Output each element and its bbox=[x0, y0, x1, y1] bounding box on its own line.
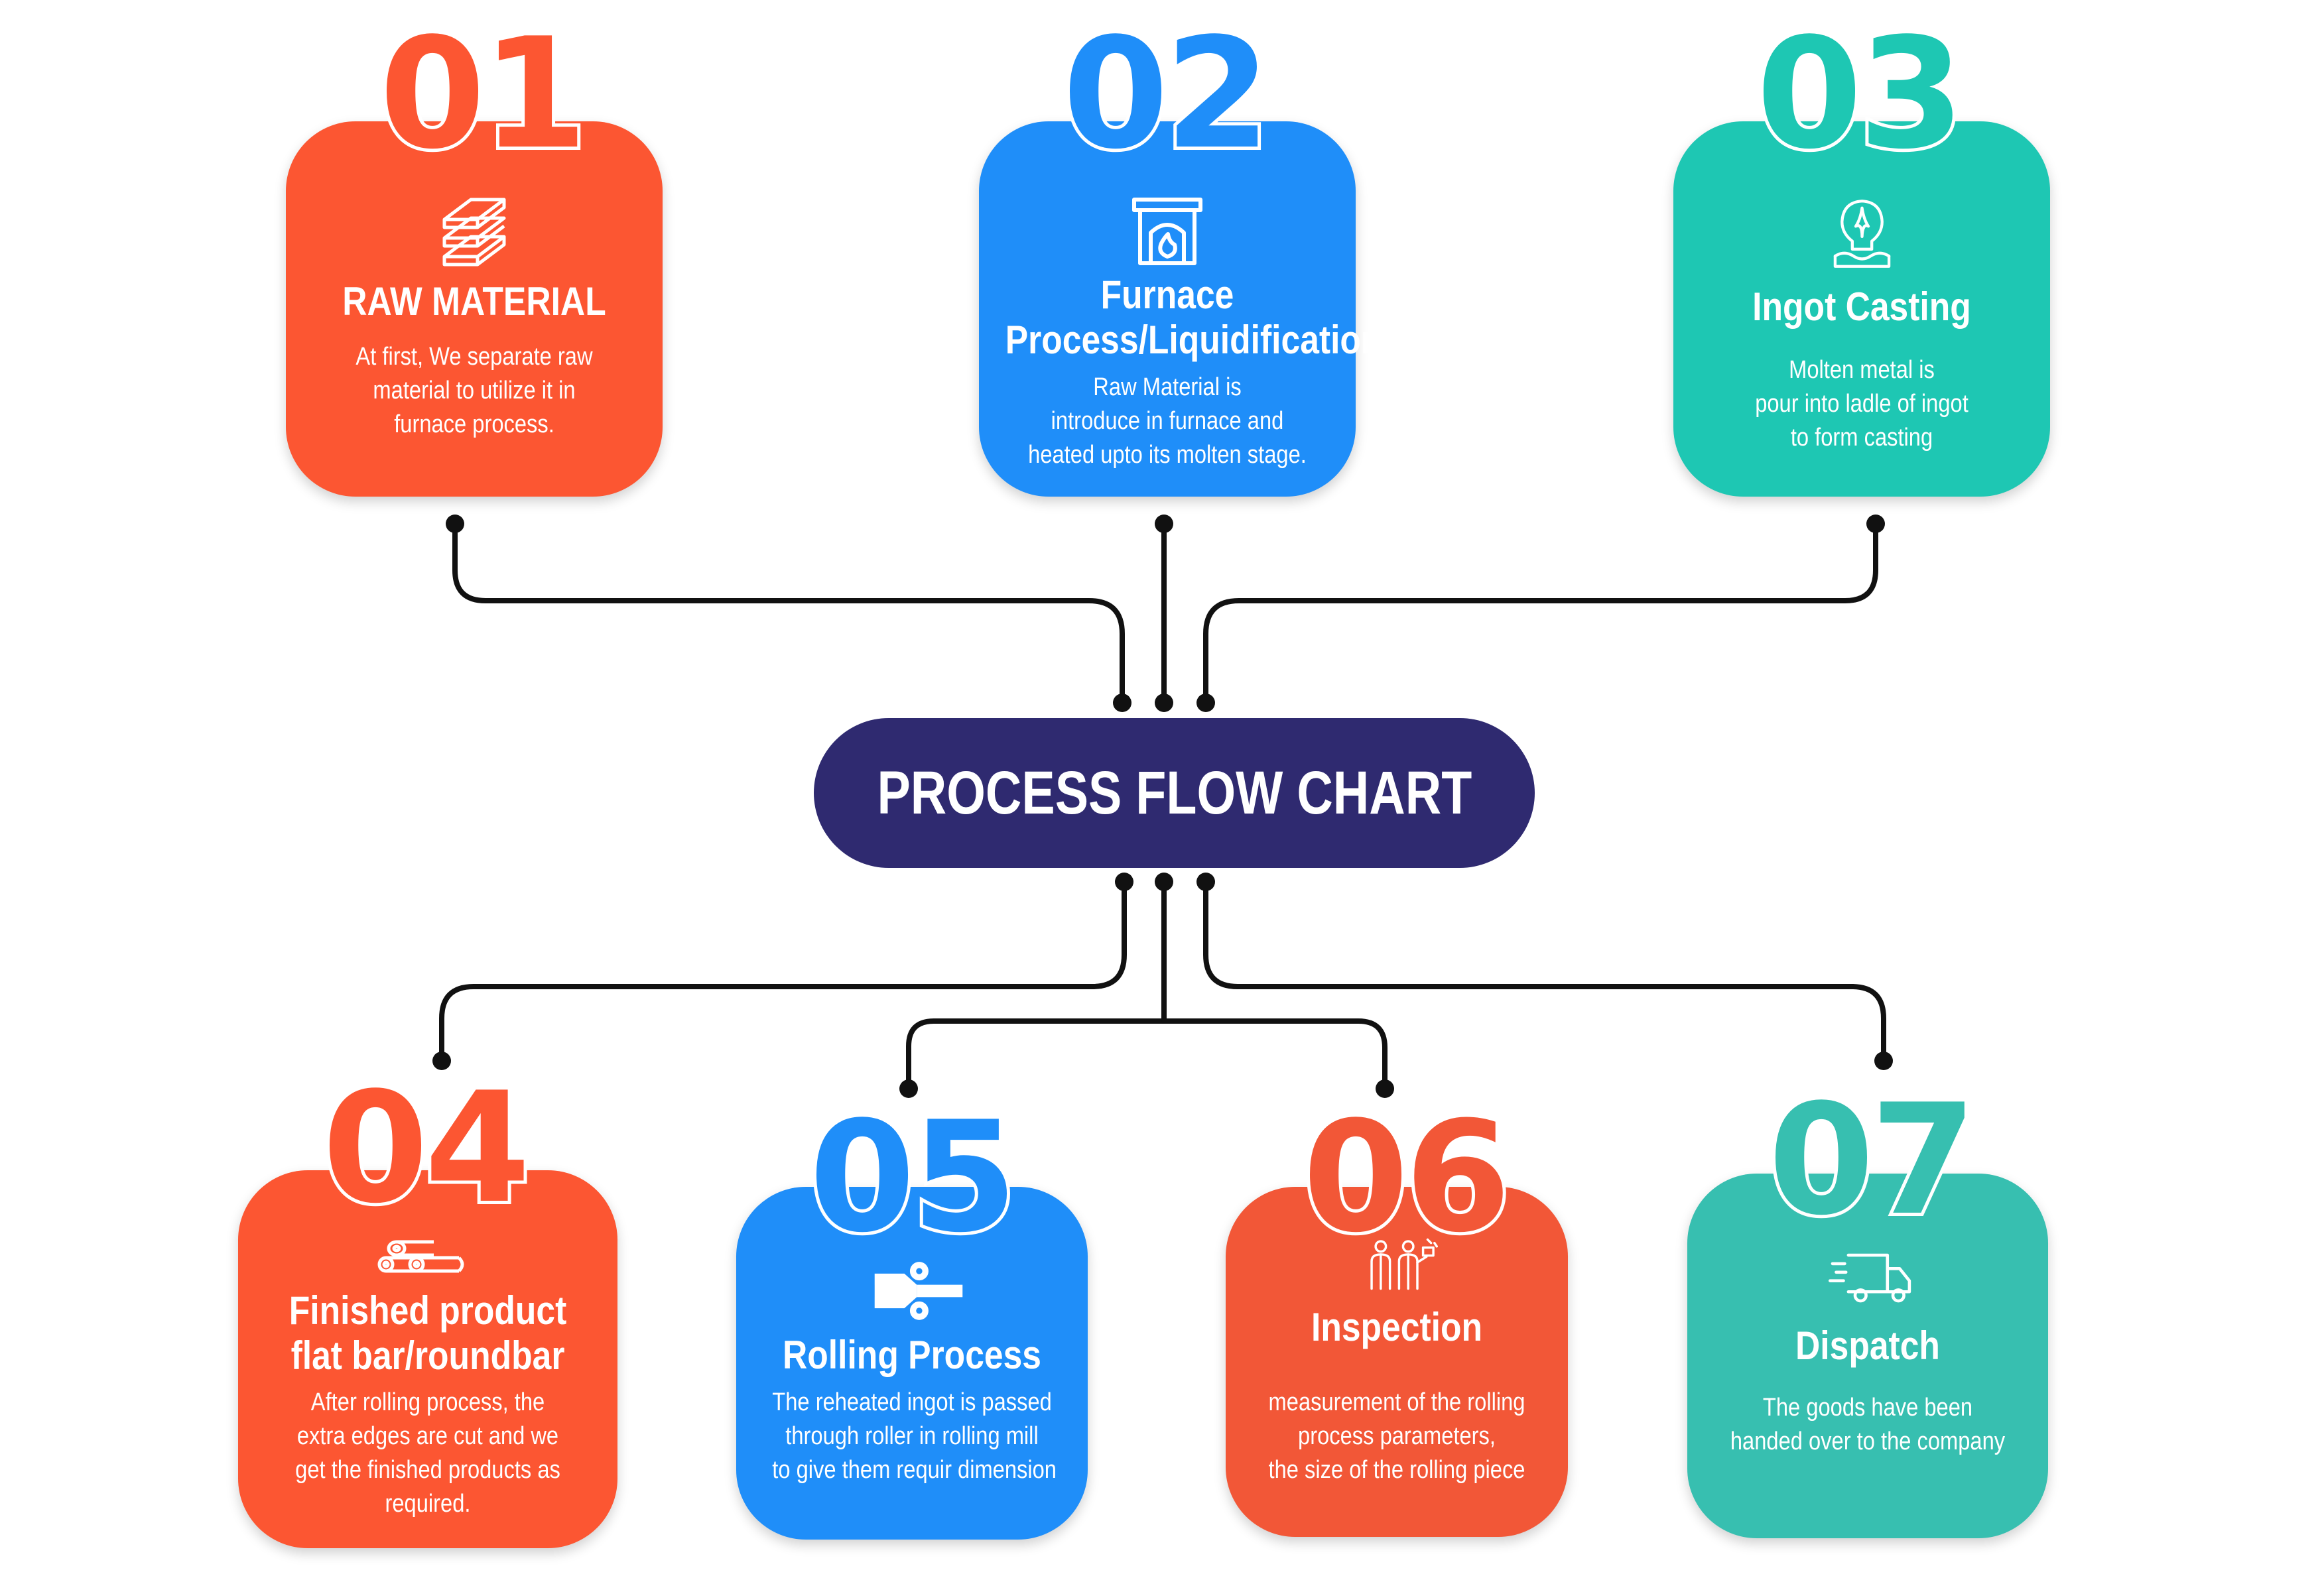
connector-step-06 bbox=[1161, 1018, 1388, 1091]
connector-step-03 bbox=[1203, 521, 1878, 705]
connector-dot bbox=[1155, 515, 1173, 533]
step-card-07: Dispatch The goods have been handed over… bbox=[1687, 1174, 2048, 1538]
connector-dot bbox=[1874, 1052, 1893, 1070]
step-number-04: 04 bbox=[319, 1060, 534, 1237]
step-number-02: 02 bbox=[1059, 6, 1274, 183]
step-title: Finished product flat bar/roundbar bbox=[289, 1288, 567, 1378]
step-title: Inspection bbox=[1311, 1305, 1483, 1349]
hub-title: PROCESS FLOW CHART bbox=[877, 759, 1472, 827]
step-description: The goods have been handed over to the c… bbox=[1730, 1394, 2006, 1455]
inspectors-icon bbox=[1370, 1238, 1438, 1290]
furnace-fireplace-icon bbox=[1132, 198, 1202, 265]
step-description: Molten metal is pour into ladle of ingot… bbox=[1755, 356, 1969, 452]
rolling-mill-icon bbox=[874, 1262, 963, 1320]
step-title: Furnace Process/Liquidification bbox=[1005, 273, 1382, 362]
connector-dot bbox=[1376, 1079, 1394, 1098]
connector-dot bbox=[1155, 694, 1173, 712]
step-description: measurement of the rolling process param… bbox=[1268, 1388, 1525, 1484]
step-number-07: 07 bbox=[1765, 1072, 1980, 1249]
connector-dot bbox=[899, 1079, 918, 1098]
step-card-06: Inspection measurement of the rolling pr… bbox=[1226, 1187, 1568, 1537]
step-card-02: Furnace Process/Liquidification Raw Mate… bbox=[979, 121, 1382, 497]
step-number-03: 03 bbox=[1753, 6, 1968, 183]
connector-step-05 bbox=[906, 1018, 1167, 1091]
step-title: Rolling Process bbox=[783, 1333, 1041, 1377]
connector-step-01 bbox=[452, 521, 1125, 705]
step-number-05: 05 bbox=[806, 1089, 1021, 1266]
connector-step-07 bbox=[1203, 879, 1886, 1064]
step-description: After rolling process, the extra edges a… bbox=[295, 1388, 560, 1518]
connector-dot bbox=[1196, 873, 1215, 891]
metal-bars-icon bbox=[442, 198, 506, 267]
step-title: RAW MATERIAL bbox=[342, 279, 606, 324]
connector-dot bbox=[1113, 694, 1131, 712]
connector-dot bbox=[1866, 515, 1885, 533]
step-description: At first, We separate raw material to ut… bbox=[355, 343, 593, 438]
step-description: The reheated ingot is passed through rol… bbox=[772, 1388, 1057, 1484]
step-card-03: Ingot Casting Molten metal is pour into … bbox=[1673, 121, 2050, 497]
step-title: Ingot Casting bbox=[1752, 284, 1971, 329]
connector-step-04 bbox=[439, 879, 1127, 1064]
round-bars-icon bbox=[377, 1240, 464, 1273]
connector-dot bbox=[1196, 694, 1215, 712]
connector-dot bbox=[432, 1052, 451, 1070]
connector-dot bbox=[446, 515, 464, 533]
step-card-04: Finished product flat bar/roundbar After… bbox=[238, 1170, 617, 1548]
step-card-05: Rolling Process The reheated ingot is pa… bbox=[736, 1187, 1088, 1540]
connector-dot bbox=[1115, 873, 1133, 891]
process-flow-chart-hub: PROCESS FLOW CHART bbox=[814, 718, 1535, 868]
step-title: Dispatch bbox=[1795, 1323, 1940, 1368]
step-card-01: RAW MATERIAL At first, We separate raw m… bbox=[286, 121, 663, 497]
step-description: Raw Material is introduce in furnace and… bbox=[1028, 373, 1307, 469]
molten-metal-drop-icon bbox=[1833, 200, 1891, 268]
connector-dot bbox=[1155, 873, 1173, 891]
step-number-01: 01 bbox=[376, 6, 591, 183]
step-number-06: 06 bbox=[1299, 1089, 1514, 1266]
delivery-truck-icon bbox=[1828, 1253, 1911, 1303]
